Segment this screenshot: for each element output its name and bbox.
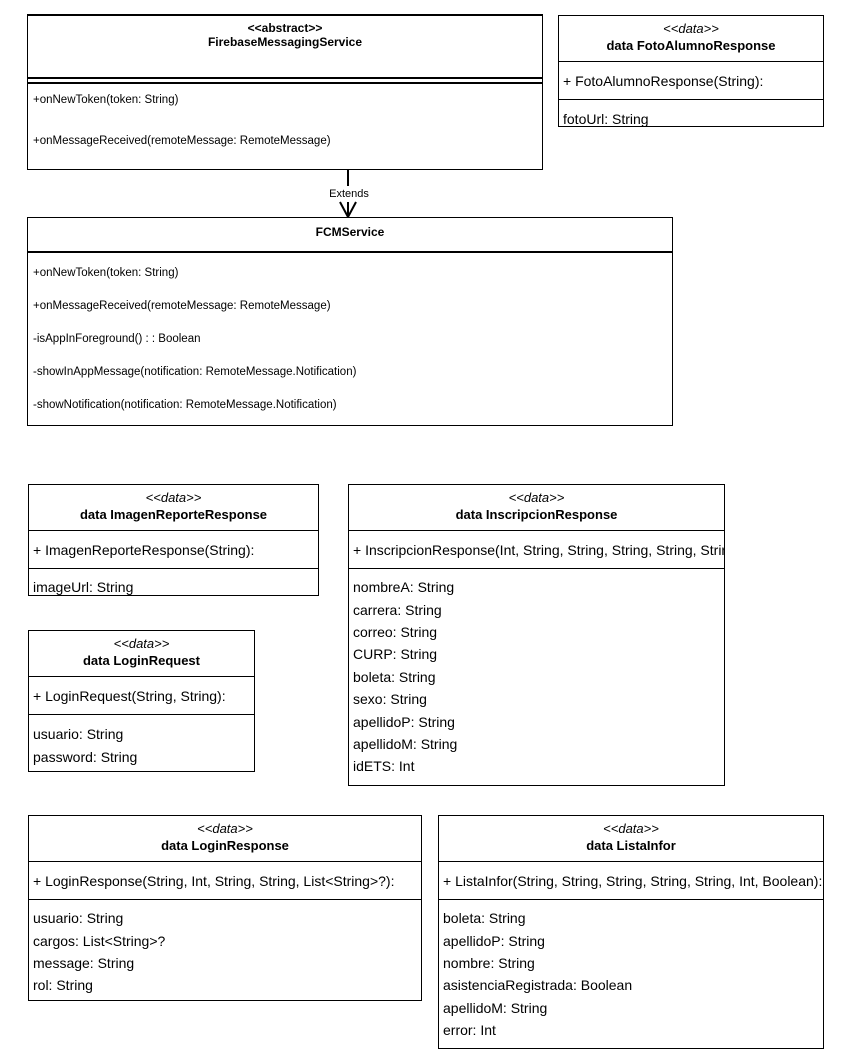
method-item: +onNewToken(token: String) <box>33 267 179 279</box>
field-item: message: String <box>33 955 135 971</box>
field-item: boleta: String <box>353 669 436 685</box>
field-item: imageUrl: String <box>33 579 134 595</box>
class-name: data LoginResponse <box>161 838 289 853</box>
field-item: usuario: String <box>33 910 124 926</box>
class-foto-alumno-response[interactable]: <<data>> data FotoAlumnoResponse + FotoA… <box>558 15 824 127</box>
class-name: FirebaseMessagingService <box>207 35 363 49</box>
constructor-item: + LoginRequest(String, String): <box>33 688 226 704</box>
constructor-item: + InscripcionResponse(Int, String, Strin… <box>353 542 724 558</box>
method-item: +onMessageReceived(remoteMessage: Remote… <box>33 300 331 312</box>
field-item: apellidoM: String <box>353 736 458 752</box>
class-name: data LoginRequest <box>82 653 200 668</box>
method-item: +onNewToken(token: String) <box>33 94 179 106</box>
field-item: asistenciaRegistrada: Boolean <box>443 977 633 993</box>
constructor-item: + FotoAlumnoResponse(String): <box>563 73 764 89</box>
field-item: sexo: String <box>353 691 427 707</box>
method-item: -showNotification(notification: RemoteMe… <box>33 399 337 411</box>
field-item: correo: String <box>353 624 438 640</box>
field-item: CURP: String <box>353 646 438 662</box>
field-item: password: String <box>33 749 138 765</box>
method-item: -isAppInForeground() : : Boolean <box>33 333 201 345</box>
class-stereotype: <<data>> <box>663 21 719 36</box>
class-inscripcion-response[interactable]: <<data>> data InscripcionResponse + Insc… <box>348 484 725 786</box>
field-item: error: Int <box>443 1022 496 1038</box>
class-stereotype: <<data>> <box>145 490 202 505</box>
class-stereotype: <<data>> <box>508 490 565 505</box>
field-item: boleta: String <box>443 910 526 926</box>
class-name: data ListaInfor <box>586 838 676 853</box>
class-name: data FotoAlumnoResponse <box>606 38 776 53</box>
class-firebase-messaging-service[interactable]: <<abstract>> FirebaseMessagingService +o… <box>27 14 543 170</box>
field-item: rol: String <box>33 977 93 993</box>
field-item: nombreA: String <box>353 579 455 595</box>
class-name: data ImagenReporteResponse <box>79 507 268 522</box>
class-login-response[interactable]: <<data>> data LoginResponse + LoginRespo… <box>28 815 422 1001</box>
method-item: +onMessageReceived(remoteMessage: Remote… <box>33 135 331 147</box>
field-item: apellidoM: String <box>443 1000 548 1016</box>
class-login-request[interactable]: <<data>> data LoginRequest + LoginReques… <box>28 630 255 772</box>
extends-label: Extends <box>320 187 378 201</box>
constructor-item: + ImagenReporteResponse(String): <box>33 542 255 558</box>
field-item: idETS: Int <box>353 758 415 774</box>
field-item: apellidoP: String <box>353 714 455 730</box>
field-item: usuario: String <box>33 726 124 742</box>
class-stereotype: <<data>> <box>113 636 170 651</box>
class-stereotype: <<abstract>> <box>247 21 323 35</box>
field-item: fotoUrl: String <box>563 111 649 127</box>
method-item: -showInAppMessage(notification: RemoteMe… <box>33 366 357 378</box>
class-fcm-service[interactable]: FCMService +onNewToken(token: String) +o… <box>27 217 673 426</box>
constructor-item: + LoginResponse(String, Int, String, Str… <box>33 873 395 889</box>
constructor-item: + ListaInfor(String, String, String, Str… <box>443 873 823 889</box>
class-imagen-reporte-response[interactable]: <<data>> data ImagenReporteResponse + Im… <box>28 484 319 596</box>
field-item: apellidoP: String <box>443 933 545 949</box>
class-lista-infor[interactable]: <<data>> data ListaInfor + ListaInfor(St… <box>438 815 824 1049</box>
class-stereotype: <<data>> <box>603 821 659 836</box>
class-name: data InscripcionResponse <box>455 507 618 522</box>
class-stereotype: <<data>> <box>197 821 253 836</box>
class-name: FCMService <box>315 225 385 239</box>
field-item: carrera: String <box>353 602 442 618</box>
field-item: cargos: List<String>? <box>33 933 166 949</box>
field-item: nombre: String <box>443 955 535 971</box>
